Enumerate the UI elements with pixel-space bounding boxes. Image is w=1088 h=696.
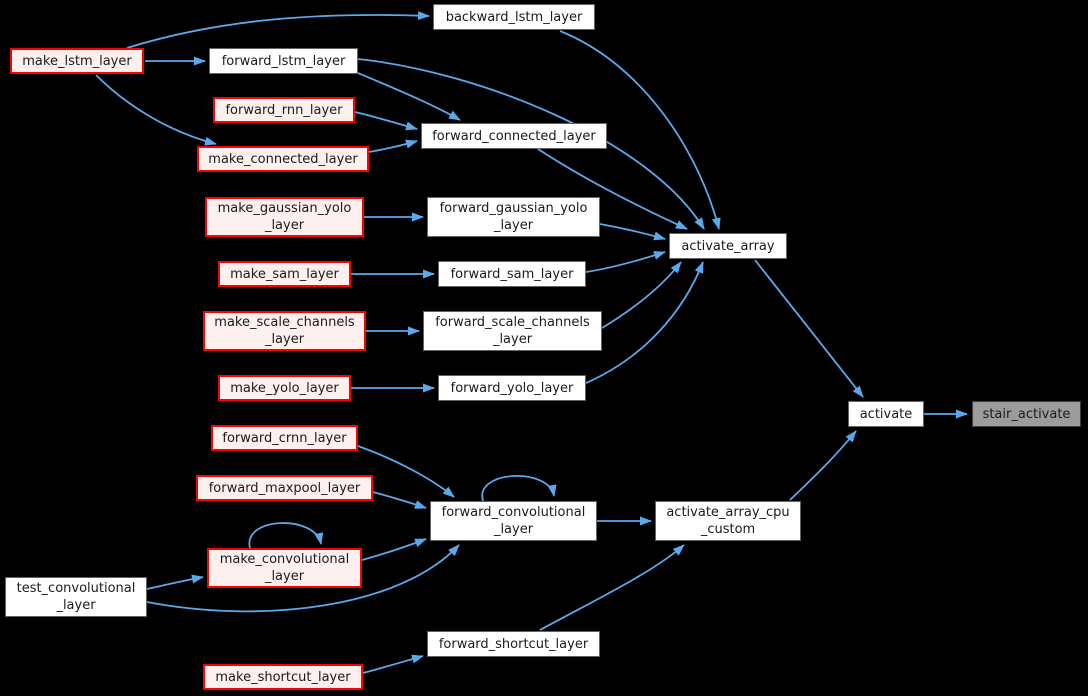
node-make_connected_layer[interactable]: make_connected_layer	[197, 146, 369, 172]
node-stair_activate: stair_activate	[972, 401, 1081, 427]
edge-make_lstm_layer-to-backward_lstm_layer	[126, 11, 430, 49]
node-label: forward_maxpool_layer	[208, 480, 361, 496]
node-make_gaussian_yolo_layer[interactable]: make_gaussian_yolo _layer	[205, 197, 364, 237]
node-label: activate_array_cpu	[666, 505, 790, 520]
edge-test_convolutional_layer-to-forward_convolutional_layer	[146, 544, 460, 613]
node-label: _layer	[264, 218, 305, 233]
node-activate_array_cpu_custom[interactable]: activate_array_cpu _custom	[655, 501, 801, 541]
node-label: _layer	[493, 522, 534, 537]
node-make_convolutional_layer[interactable]: make_convolutional _layer	[207, 548, 362, 588]
node-forward_maxpool_layer[interactable]: forward_maxpool_layer	[196, 475, 373, 501]
node-label: _layer	[56, 598, 96, 613]
node-forward_yolo_layer[interactable]: forward_yolo_layer	[438, 375, 586, 401]
node-label: make_connected_layer	[208, 151, 358, 167]
edge-forward_maxpool_layer-to-forward_convolutional_layer	[372, 491, 427, 509]
node-label: _custom	[700, 522, 756, 537]
edge-forward_connected_layer-to-activate_array	[537, 148, 688, 230]
node-forward_shortcut_layer[interactable]: forward_shortcut_layer	[427, 631, 600, 657]
node-label: make_sam_layer	[230, 266, 339, 282]
node-activate_array[interactable]: activate_array	[669, 233, 787, 259]
node-label: make_yolo_layer	[230, 380, 339, 396]
node-label: test_convolutional	[16, 581, 136, 596]
node-make_yolo_layer[interactable]: make_yolo_layer	[218, 375, 351, 401]
edge-forward_convolutional_layer-to-forward_convolutional_layer	[481, 475, 557, 502]
node-label: forward_sam_layer	[450, 266, 574, 282]
edge-forward_scale_channels_layer-to-activate_array	[601, 261, 682, 329]
edge-make_shortcut_layer-to-forward_shortcut_layer	[362, 654, 424, 674]
node-label: make_gaussian_yolo	[217, 201, 352, 216]
node-forward_lstm_layer[interactable]: forward_lstm_layer	[209, 48, 358, 74]
node-label: make_convolutional	[219, 552, 350, 567]
node-label: _layer	[492, 332, 533, 347]
node-forward_convolutional_layer[interactable]: forward_convolutional _layer	[430, 501, 597, 541]
node-label: forward_crnn_layer	[222, 430, 347, 446]
edge-make_convolutional_layer-to-make_convolutional_layer	[248, 522, 324, 549]
node-make_scale_channels_layer[interactable]: make_scale_channels _layer	[203, 311, 366, 351]
edge-test_convolutional_layer-to-make_convolutional_layer	[146, 574, 204, 590]
node-label: forward_scale_channels	[435, 315, 590, 330]
edge-forward_rnn_layer-to-forward_connected_layer	[354, 111, 418, 131]
node-label: stair_activate	[982, 406, 1071, 422]
node-test_convolutional_layer[interactable]: test_convolutional _layer	[5, 577, 147, 617]
node-label: forward_convolutional	[441, 505, 586, 520]
node-label: make_scale_channels	[214, 315, 355, 330]
node-make_lstm_layer[interactable]: make_lstm_layer	[10, 48, 144, 74]
node-label: forward_gaussian_yolo	[439, 201, 588, 216]
node-backward_lstm_layer[interactable]: backward_lstm_layer	[433, 4, 595, 30]
edge-forward_shortcut_layer-to-activate_array_cpu_custom	[539, 544, 685, 631]
node-forward_gaussian_yolo_layer[interactable]: forward_gaussian_yolo _layer	[427, 197, 600, 237]
edge-activate_array_cpu_custom-to-activate	[789, 430, 857, 501]
node-label: make_lstm_layer	[22, 53, 132, 69]
edge-make_lstm_layer-to-make_connected_layer	[95, 74, 217, 146]
node-label: _layer	[493, 218, 534, 233]
node-activate[interactable]: activate	[848, 401, 924, 427]
node-label: activate_array	[681, 238, 775, 254]
node-make_sam_layer[interactable]: make_sam_layer	[218, 261, 351, 287]
node-label: forward_yolo_layer	[450, 380, 574, 396]
edge-forward_crnn_layer-to-forward_convolutional_layer	[357, 445, 455, 498]
node-label: make_shortcut_layer	[215, 669, 351, 685]
node-label: forward_connected_layer	[432, 128, 596, 144]
node-make_shortcut_layer[interactable]: make_shortcut_layer	[203, 664, 363, 690]
edge-make_connected_layer-to-forward_connected_layer	[368, 139, 418, 153]
node-label: backward_lstm_layer	[445, 9, 583, 25]
edge-forward_yolo_layer-to-activate_array	[585, 261, 704, 384]
node-label: forward_shortcut_layer	[438, 636, 589, 652]
node-forward_connected_layer[interactable]: forward_connected_layer	[421, 123, 607, 149]
edge-forward_sam_layer-to-activate_array	[585, 251, 666, 273]
edge-backward_lstm_layer-to-activate_array	[559, 30, 721, 230]
node-label: forward_rnn_layer	[225, 102, 343, 118]
edge-activate_array-to-activate	[754, 259, 864, 398]
edge-forward_gaussian_yolo_layer-to-activate_array	[599, 223, 666, 241]
node-label: _layer	[264, 569, 305, 584]
node-forward_sam_layer[interactable]: forward_sam_layer	[438, 261, 586, 287]
node-forward_crnn_layer[interactable]: forward_crnn_layer	[211, 425, 358, 451]
edge-make_convolutional_layer-to-forward_convolutional_layer	[361, 538, 427, 561]
node-forward_rnn_layer[interactable]: forward_rnn_layer	[213, 97, 355, 123]
edge-forward_lstm_layer-to-activate_array	[357, 58, 705, 230]
node-label: activate	[859, 406, 913, 422]
node-label: forward_lstm_layer	[221, 53, 346, 69]
edge-forward_lstm_layer-to-forward_connected_layer	[357, 72, 461, 121]
node-label: _layer	[264, 332, 305, 347]
node-forward_scale_channels_layer[interactable]: forward_scale_channels _layer	[423, 311, 602, 351]
